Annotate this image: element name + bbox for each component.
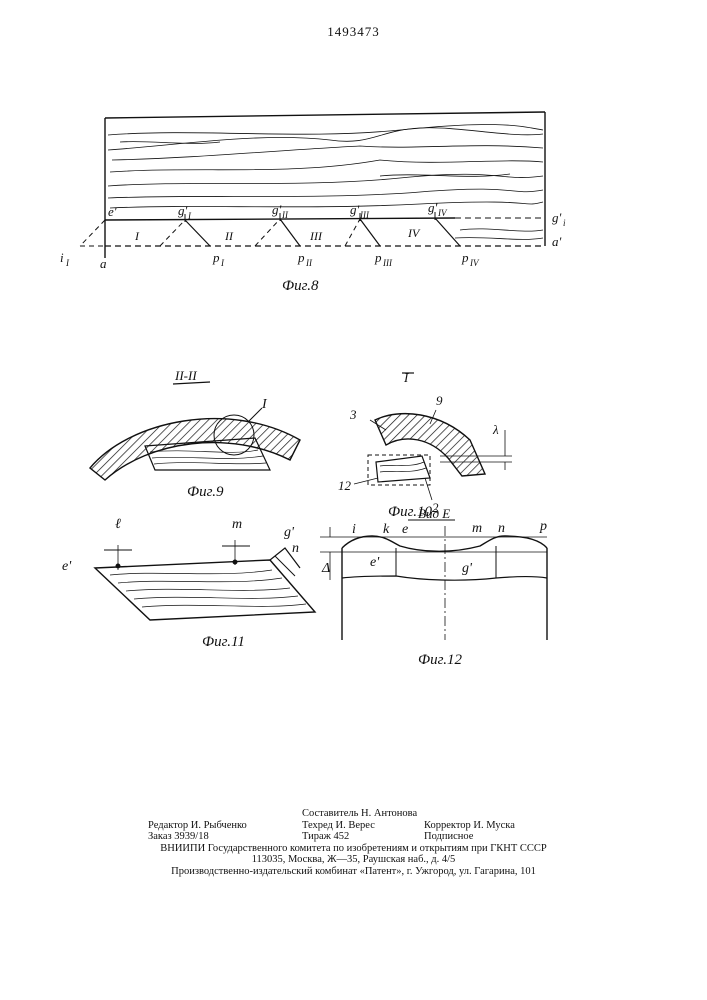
fig8-label-i-sub: I [65, 258, 70, 268]
fig12-label-p: p [539, 519, 547, 534]
footer-compiler: Составитель Н. Антонова [302, 808, 417, 820]
fig8-label-p2: p [297, 250, 305, 265]
fig12-caption: Фиг.12 [418, 652, 462, 668]
fig8-segment-3: III [309, 229, 323, 243]
fig12-profile-top [342, 536, 547, 551]
fig8-label-p1: p [212, 250, 220, 265]
fig8-label-e: e' [108, 204, 117, 219]
fig8-label-gi: g' [552, 210, 562, 225]
fig8-label-g2-sub: II [281, 210, 289, 220]
fig12-label-delta: Δ [321, 561, 330, 576]
footer-order: Заказ 3939/18 [148, 831, 209, 843]
fig8-segment-4: IV [407, 226, 421, 240]
fig8-caption: Фиг.8 [282, 278, 319, 294]
footer-circulation: Тираж 452 [302, 831, 349, 843]
fig8-label-g3: g' [350, 202, 360, 217]
footer-corrector: Корректор И. Муска [424, 820, 515, 832]
footer-institute: ВНИИПИ Государственного комитета по изоб… [0, 843, 707, 855]
figure-9 [90, 382, 300, 480]
fig10-label-9: 9 [436, 393, 443, 408]
footer-editor: Редактор И. Рыбченко [148, 820, 247, 832]
fig8-label-g2: g' [272, 202, 282, 217]
fig12-view-label: Вид Е [418, 506, 450, 521]
footer-subscription: Подписное [424, 831, 473, 843]
fig8-label-p3: p [374, 250, 382, 265]
fig8-top-edge [105, 112, 545, 118]
fig10-label-lambda: λ [492, 422, 499, 437]
fig8-label-a-prime: a' [552, 234, 562, 249]
fig8-segment-2: II [224, 229, 234, 243]
fig12-label-g-prime: g' [462, 561, 473, 576]
fig11-label-n: n [292, 541, 299, 556]
fig12-label-i: i [352, 522, 356, 537]
fig9-arch [90, 419, 300, 480]
fig12-label-k: k [383, 522, 390, 537]
fig8-label-p1-sub: I [220, 258, 225, 268]
footer-techred: Техред И. Верес [302, 820, 375, 832]
fig12-label-e: e [402, 522, 408, 537]
fig8-label-g4: g' [428, 200, 438, 215]
fig9-callout-label: I [261, 397, 268, 412]
figure-12 [320, 520, 547, 640]
fig10-view-label: I [403, 370, 409, 385]
fig8-label-p4: p [461, 250, 469, 265]
fig12-label-m: m [472, 521, 482, 536]
footer-publisher: Производственно-издательский комбинат «П… [0, 866, 707, 878]
fig8-label-a: a [100, 256, 107, 271]
fig12-label-n: n [498, 521, 505, 536]
footer-address: 113035, Москва, Ж—35, Раушская наб., д. … [0, 854, 707, 866]
fig11-label-g: g' [284, 525, 295, 540]
patent-drawings: e' g' I g' II g' III g' IV g' i a' a i I… [0, 0, 707, 800]
fig8-segment-1: I [134, 229, 140, 243]
fig8-label-g3-sub: III [359, 210, 370, 220]
fig8-label-g1: g' [178, 203, 188, 218]
fig8-label-p3-sub: III [382, 258, 393, 268]
fig9-section-label: II-II [174, 368, 197, 383]
fig10-labels: I 3 9 λ 12 2 Фиг.10 [338, 370, 499, 520]
fig10-label-12: 12 [338, 478, 352, 493]
figure-10 [354, 373, 512, 500]
fig8-label-i: i [60, 250, 64, 265]
fig11-label-e: e' [62, 559, 72, 574]
fig11-label-m: m [232, 517, 242, 532]
fig8-label-p4-sub: IV [469, 258, 480, 268]
fig12-profile-bottom [342, 576, 547, 580]
figure-11 [95, 540, 315, 620]
fig11-caption: Фиг.11 [202, 634, 245, 650]
fig11-labels: ℓ m g' n e' Фиг.11 [62, 517, 299, 650]
fig10-label-3: 3 [349, 407, 357, 422]
fig9-caption: Фиг.9 [187, 484, 224, 500]
fig11-label-l: ℓ [115, 517, 121, 532]
fig8-label-gi-sub: i [563, 218, 566, 228]
fig8-label-p2-sub: II [305, 258, 313, 268]
fig12-labels: Вид Е i k e m n p e' g' Δ Фиг.12 [321, 506, 547, 668]
imprint-footer: Составитель Н. Антонова Редактор И. Рыбч… [0, 808, 707, 877]
fig8-labels: e' g' I g' II g' III g' IV g' i a' a i I… [60, 200, 566, 294]
fig8-wood-grain [108, 125, 543, 240]
fig12-label-e-prime: e' [370, 555, 380, 570]
fig8-label-g4-sub: IV [437, 208, 448, 218]
